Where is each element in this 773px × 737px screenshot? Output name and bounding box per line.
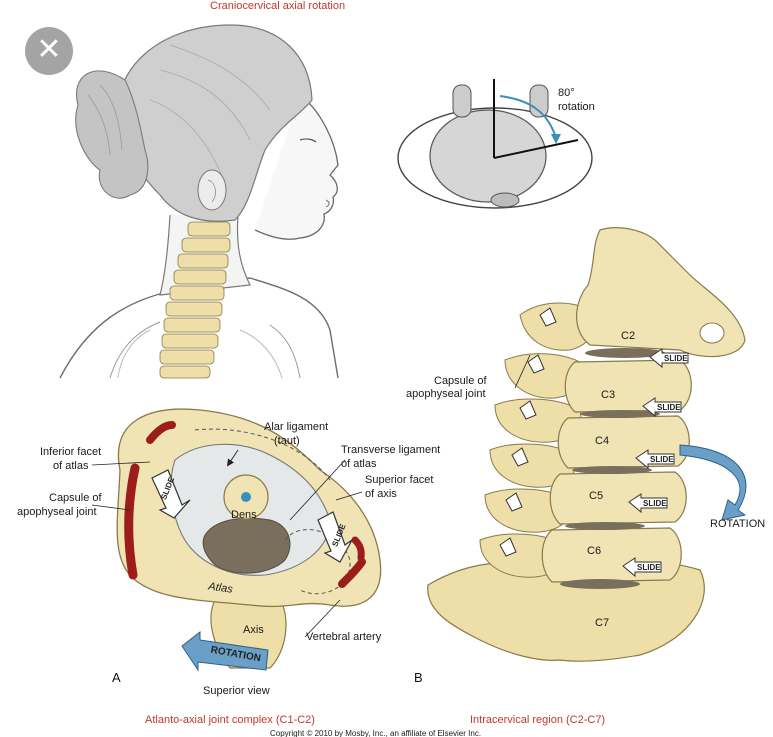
slide-arrow-left: SLIDE (151, 469, 191, 519)
close-button[interactable]: ✕ (25, 27, 73, 75)
head-illustration (59, 24, 339, 379)
transverse-ligament-label: Transverse ligament (341, 444, 440, 456)
vertebra-c6 (541, 527, 682, 583)
rotation-b-label: ROTATION (710, 518, 765, 530)
superior-facet-label: Superior facet (365, 474, 433, 486)
cervical-column-illustration: SLIDE SLIDE SLIDE SLIDE SLIDE (427, 227, 747, 662)
superior-facet-sub-label: of axis (365, 488, 397, 500)
panel-a-letter: A (112, 670, 121, 685)
svg-text:SLIDE: SLIDE (637, 563, 661, 572)
panel-a-labels: Alar ligament (taut) Inferior facet of a… (17, 421, 440, 697)
top-view-rotation-diagram: 80° rotation (397, 79, 595, 209)
caption-b: Intracervical region (C2-C7) (470, 714, 605, 726)
atlas-label: Atlas (207, 580, 234, 595)
vertebra-label-c6: C6 (587, 545, 601, 557)
slide-arrow-right: SLIDE (317, 511, 353, 563)
rotation-arrow-a: ROTATION (181, 630, 269, 672)
vertebra-label-c2: C2 (621, 330, 635, 342)
alar-ligament-label: Alar ligament (264, 421, 328, 433)
svg-text:SLIDE: SLIDE (664, 354, 688, 363)
svg-text:SLIDE: SLIDE (650, 455, 674, 464)
vertebra-c5 (549, 471, 687, 525)
alar-ligament-taut-label: (taut) (274, 435, 300, 447)
panel-b-labels: C2 C3 C4 C5 C6 C7 Capsule of apophyseal … (406, 330, 765, 685)
caption-a: Atlanto-axial joint complex (C1-C2) (145, 714, 315, 726)
rotation-arc (499, 95, 557, 139)
close-icon: ✕ (36, 32, 62, 67)
panel-b-letter: B (414, 670, 423, 685)
vertebra-label-c4: C4 (595, 435, 609, 447)
inferior-facet-label: Inferior facet (40, 446, 101, 458)
axis-label: Axis (243, 624, 264, 636)
rotation-angle-label: 80° (558, 87, 575, 99)
slide-arrows-b (622, 348, 689, 578)
superior-view-label: Superior view (203, 685, 270, 697)
vertebra-c2 (576, 227, 746, 358)
transverse-ligament-sub-label: of atlas (341, 458, 377, 470)
svg-text:SLIDE: SLIDE (643, 499, 667, 508)
rotation-arrow-b (679, 444, 747, 521)
copyright-text: Copyright © 2010 by Mosby, Inc., an affi… (270, 729, 481, 737)
vertebra-label-c3: C3 (601, 389, 615, 401)
vertebral-artery-label: Vertebral artery (306, 631, 382, 643)
dens-label: Dens (231, 509, 257, 521)
atlas-axis-illustration: SLIDE SLIDE ROTATION (91, 408, 382, 672)
capsule-a-label: Capsule of (49, 492, 103, 504)
inferior-facet-sub-label: of atlas (53, 460, 89, 472)
svg-text:SLIDE: SLIDE (657, 403, 681, 412)
capsule-b-sub-label: apophyseal joint (406, 388, 486, 400)
top-title: Craniocervical axial rotation (210, 0, 345, 12)
rotation-word-label: rotation (558, 101, 595, 113)
capsule-a-sub-label: apophyseal joint (17, 506, 97, 518)
vertebra-label-c5: C5 (589, 490, 603, 502)
vertebra-label-c7: C7 (595, 617, 609, 629)
capsule-b-label: Capsule of (434, 375, 488, 387)
